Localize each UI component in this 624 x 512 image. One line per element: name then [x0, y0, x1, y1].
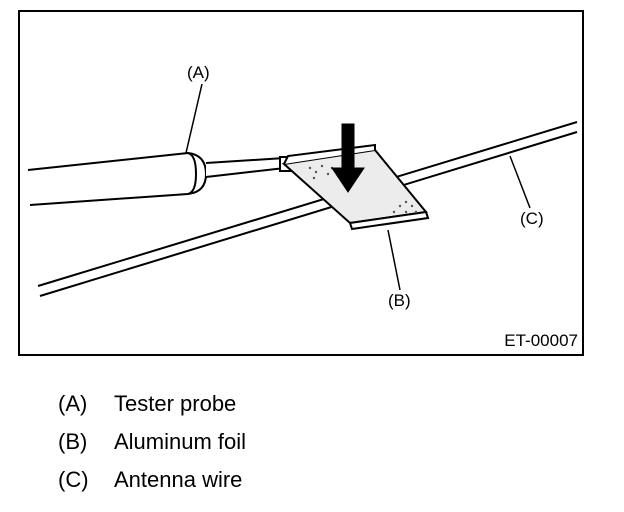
figure-code: ET-00007: [504, 331, 578, 350]
legend-item-a: (A) Tester probe: [58, 385, 246, 423]
legend-key: (C): [58, 467, 89, 492]
callout-c: (C): [520, 209, 544, 228]
legend-item-c: (C) Antenna wire: [58, 461, 246, 499]
legend-key: (B): [58, 429, 88, 454]
legend-key: (A): [58, 391, 88, 416]
callout-leaders: [185, 83, 531, 291]
callout-a: (A): [187, 63, 210, 82]
tester-probe: [27, 151, 295, 206]
aluminum-foil: [281, 143, 430, 231]
diagram-drawing: [27, 83, 578, 297]
legend-label: Antenna wire: [114, 467, 243, 492]
callout-b: (B): [388, 291, 411, 310]
legend-item-b: (B) Aluminum foil: [58, 423, 246, 461]
legend-label: Tester probe: [114, 391, 237, 416]
diagram-figure: (A) (C) (B) ET-00007: [18, 10, 584, 356]
press-down-arrow: [331, 123, 365, 193]
antenna-wire: [37, 121, 578, 297]
legend-label: Aluminum foil: [114, 429, 247, 454]
legend: (A) Tester probe (B) Aluminum foil (C) A…: [58, 385, 246, 499]
